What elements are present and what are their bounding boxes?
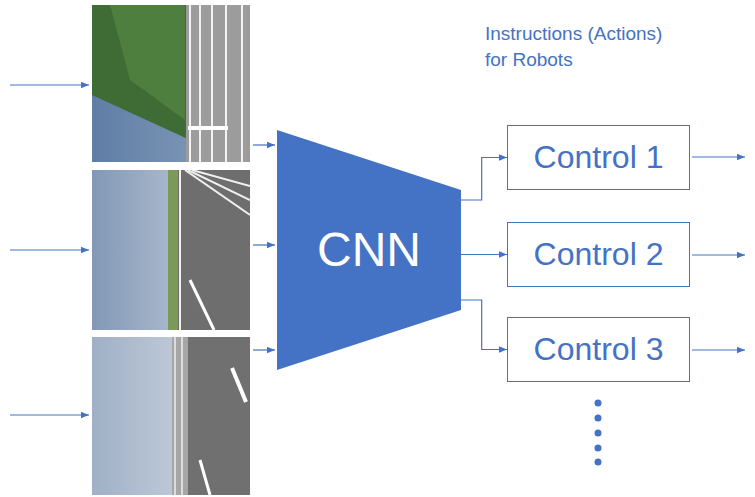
camera-image xyxy=(92,5,250,162)
control-box: Control 1 xyxy=(507,125,690,190)
input-arrow xyxy=(10,85,89,415)
output-arrow xyxy=(692,157,745,350)
network-label: CNN xyxy=(317,224,421,277)
ellipsis-dots xyxy=(595,400,602,466)
control-label: Control 2 xyxy=(534,237,664,272)
feed-arrow xyxy=(253,145,275,350)
control-arrow xyxy=(461,254,507,255)
camera-image xyxy=(92,337,250,495)
control-arrow xyxy=(461,158,507,201)
cnn-trapezoid: CNN xyxy=(277,130,461,370)
control-label: Control 3 xyxy=(534,332,664,367)
control-box: Control 3 xyxy=(507,317,690,382)
camera-image xyxy=(92,170,250,330)
control-arrow xyxy=(461,300,507,350)
control-box: Control 2 xyxy=(507,222,690,287)
column-heading: Instructions (Actions) for Robots xyxy=(485,21,680,72)
control-label: Control 1 xyxy=(534,140,664,175)
